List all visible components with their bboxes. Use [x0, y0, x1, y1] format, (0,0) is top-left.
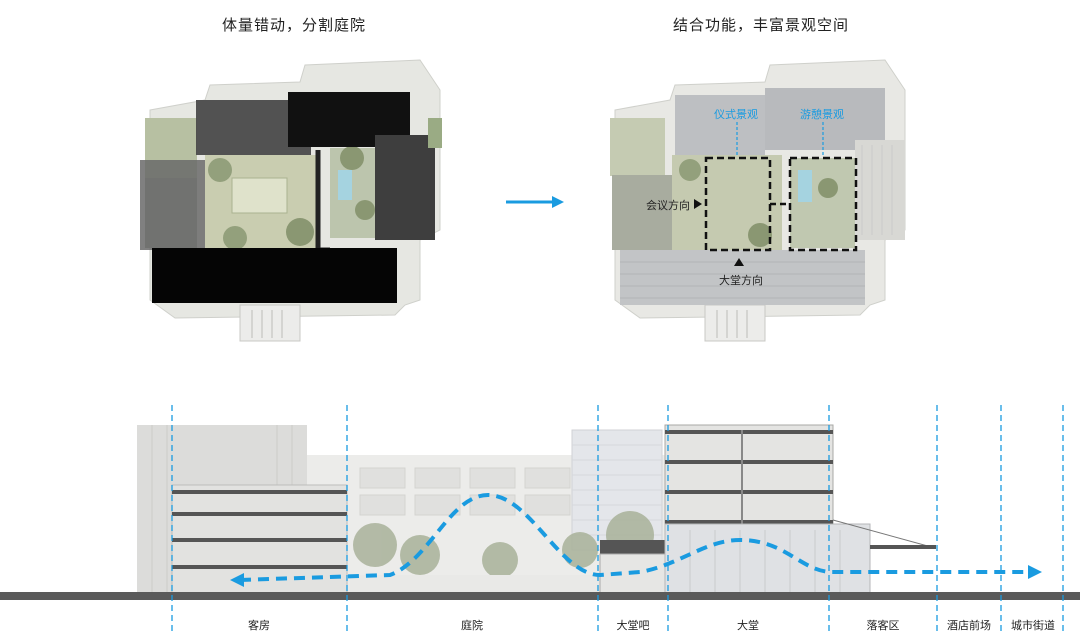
zone-label-lobby-bar: 大堂吧 [616, 619, 650, 632]
leisure-landscape-label: 游憩景观 [800, 108, 844, 121]
zone-label-drop-off: 落客区 [866, 619, 900, 632]
flow-path [239, 492, 1028, 582]
zone-dividers [171, 405, 1064, 632]
zone-label-courtyard: 庭院 [461, 619, 483, 632]
zone-label-lobby: 大堂 [737, 619, 759, 632]
lobby-direction-label: 大堂方向 [719, 274, 763, 287]
triangle-right-icon [694, 199, 702, 209]
right-arrow-icon [506, 196, 564, 208]
ceremony-landscape-label: 仪式景观 [714, 108, 758, 121]
zone-label-city-street: 城市街道 [1011, 619, 1055, 632]
right-title: 结合功能，丰富景观空间 [673, 16, 850, 34]
left-plan [140, 59, 442, 342]
triangle-up-icon [734, 258, 744, 266]
right-plan [610, 59, 906, 342]
meeting-direction-label: 会议方向 [646, 199, 690, 212]
left-arrowhead-icon [230, 573, 244, 587]
left-title: 体量错动，分割庭院 [222, 16, 367, 34]
zone-label-forecourt: 酒店前场 [947, 619, 991, 632]
zone-label-guest-rooms: 客房 [248, 619, 270, 632]
right-arrowhead-icon [1028, 565, 1042, 579]
section-elevation [0, 424, 1080, 600]
